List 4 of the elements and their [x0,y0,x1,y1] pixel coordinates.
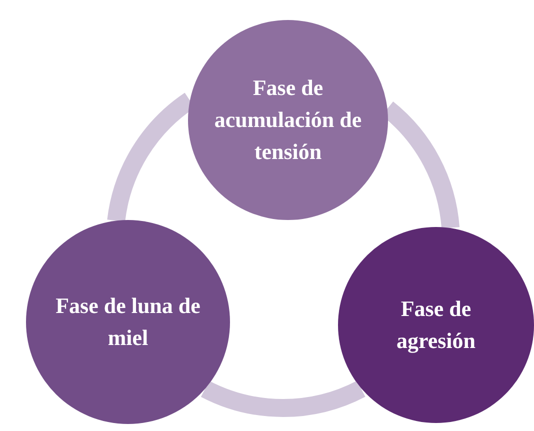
phase-label: Fase de agresión [395,295,477,355]
phase-label: Fase de acumulación de tensión [213,74,363,166]
phase-label: Fase de luna de miel [54,292,202,352]
cycle-arc [201,380,365,417]
